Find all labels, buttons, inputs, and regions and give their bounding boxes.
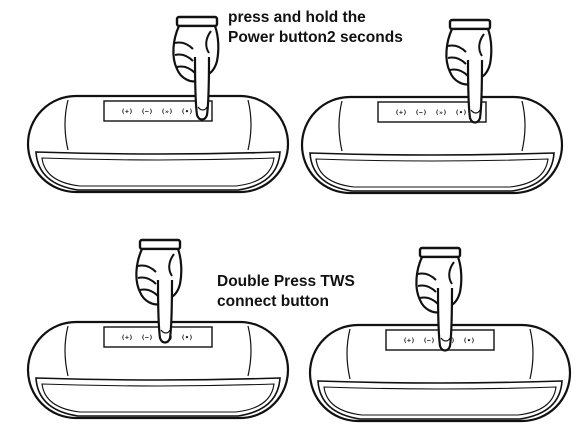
speaker-button-label: (−): [141, 334, 153, 342]
speaker-button-label: (+): [395, 109, 407, 117]
speaker-button-label: (»): [435, 109, 447, 117]
speaker-button-label: (•): [181, 108, 193, 116]
speaker-button-label: (+): [403, 337, 415, 345]
speaker-body: [26, 320, 290, 420]
power-instruction-line-1: press and hold the: [228, 9, 366, 26]
speaker-button-label: (−): [423, 337, 435, 345]
tws-instruction-line-1: Double Press TWS: [217, 273, 355, 290]
tws-instruction-line-2: connect button: [217, 293, 329, 310]
speaker-button-label: (+): [121, 108, 133, 116]
speaker-illustration: (+)(−)(»)(•): [26, 238, 290, 420]
speaker-button-label: (•): [455, 109, 467, 117]
speaker-illustration: (+) (−) (») (•): [26, 15, 290, 194]
speaker-button-label: (−): [141, 108, 153, 116]
power-instruction-caption: press and hold the Power button2 seconds: [228, 8, 403, 48]
speaker-body: [26, 94, 290, 194]
speaker-illustration: (+)(−)(»)(•): [308, 246, 572, 423]
power-instruction-line-2: Power button2 seconds: [228, 29, 403, 46]
speaker-button-label: (»): [161, 108, 173, 116]
speaker-button-label: (•): [463, 337, 475, 345]
speaker-body: [300, 95, 564, 195]
speaker-illustration: (+) (−) (») (•): [300, 18, 564, 195]
speaker-button-label: (•): [181, 334, 193, 342]
speaker-button-label: (−): [415, 109, 427, 117]
speaker-button-label: (+): [121, 334, 133, 342]
tws-instruction-caption: Double Press TWS connect button: [217, 272, 355, 312]
